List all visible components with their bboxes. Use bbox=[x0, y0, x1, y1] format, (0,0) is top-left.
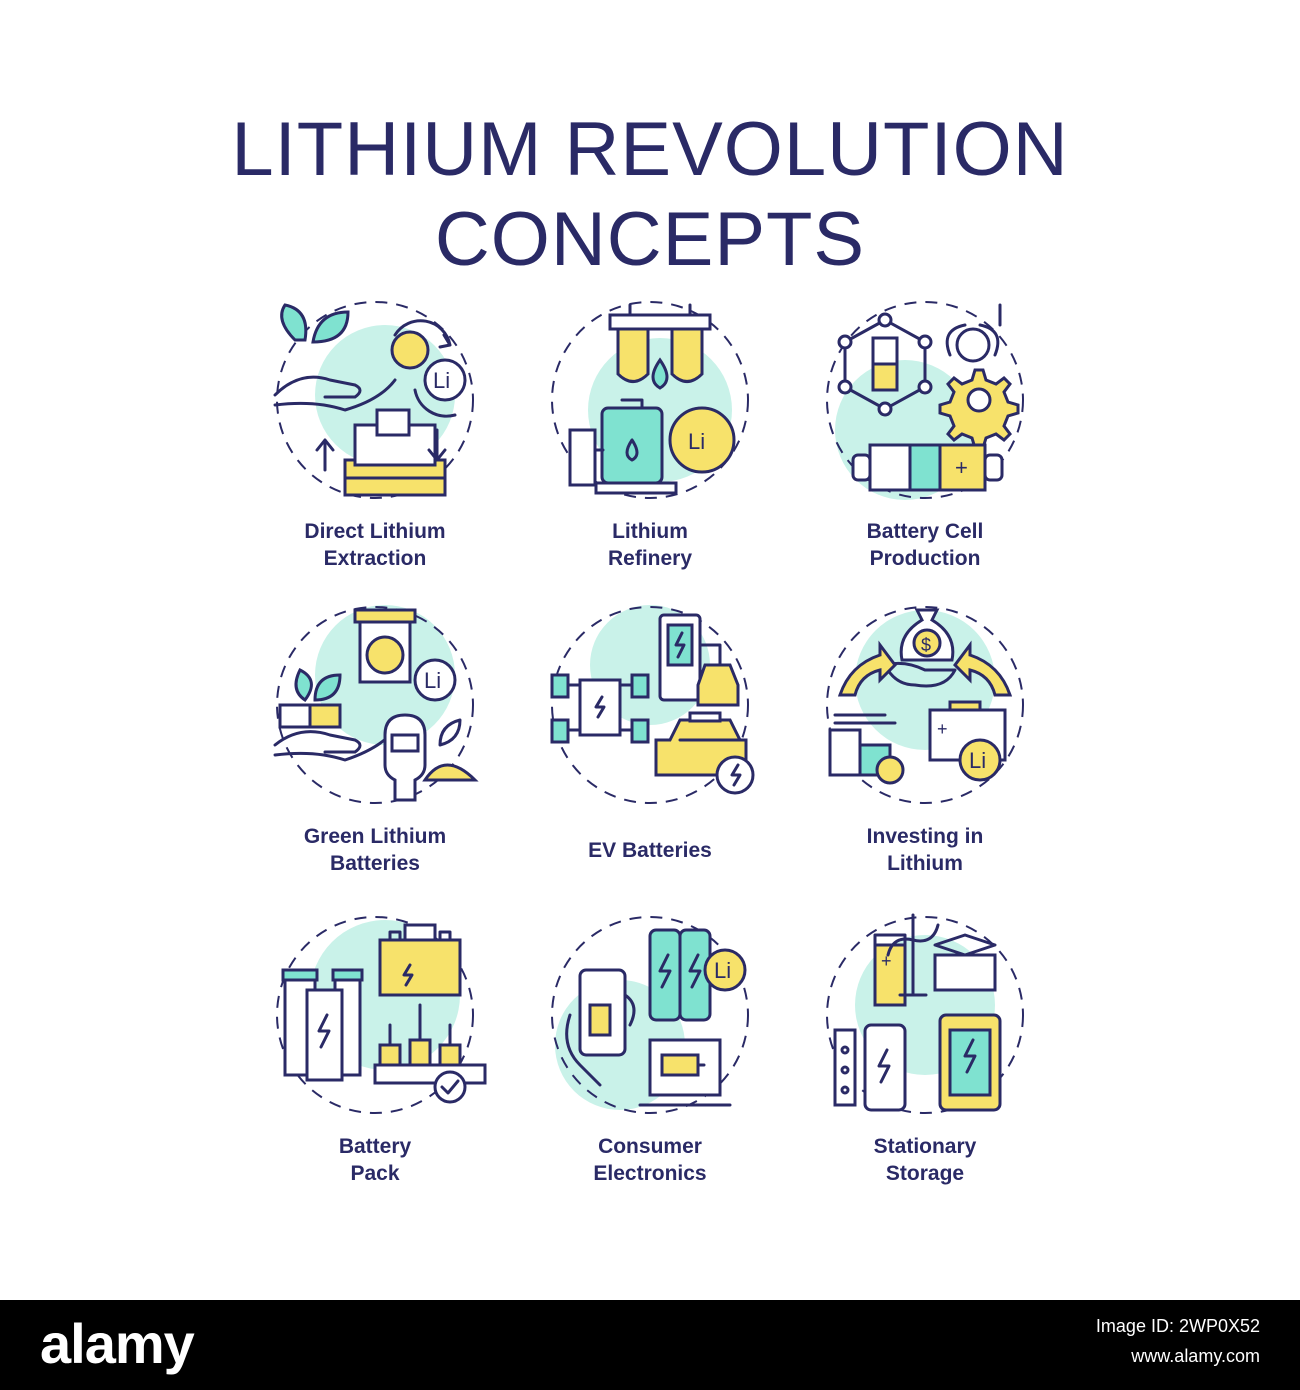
footer-bar: alamy Image ID: 2WP0X52 www.alamy.com bbox=[0, 1300, 1300, 1390]
green-battery-icon: Li bbox=[273, 605, 479, 804]
page-title: LITHIUM REVOLUTION CONCEPTS bbox=[0, 105, 1300, 285]
card-green-lithium-batteries: Li Green Lithium Batteries bbox=[255, 605, 495, 895]
site-url[interactable]: www.alamy.com bbox=[1131, 1346, 1260, 1366]
card-stationary-storage: + Stationary Storage bbox=[805, 913, 1045, 1205]
lithium-symbol: Li bbox=[433, 368, 450, 393]
plus-sign: + bbox=[955, 455, 968, 480]
lithium-symbol: Li bbox=[714, 958, 731, 983]
dollar-symbol: $ bbox=[921, 635, 931, 655]
card-direct-lithium-extraction: Li Direct Lithium Extraction bbox=[255, 300, 495, 590]
label-green-lithium-batteries: Green Lithium Batteries bbox=[303, 825, 447, 875]
label-investing-in-lithium: Investing in Lithium bbox=[866, 825, 984, 875]
label-direct-lithium-extraction: Direct Lithium Extraction bbox=[304, 520, 446, 570]
card-battery-pack: Battery Pack bbox=[255, 915, 495, 1205]
ev-battery-icon bbox=[550, 605, 755, 804]
stationary-storage-icon: + bbox=[826, 913, 1024, 1114]
label-consumer-electronics: Consumer Electronics bbox=[593, 1135, 707, 1185]
title-line-1: LITHIUM REVOLUTION bbox=[231, 107, 1069, 192]
label-stationary-storage: Stationary Storage bbox=[873, 1135, 977, 1185]
consumer-electronics-icon: Li bbox=[551, 916, 749, 1114]
label-ev-batteries: EV Batteries bbox=[588, 839, 712, 862]
card-lithium-refinery: Li Lithium Refinery bbox=[530, 300, 770, 590]
brand-logo: alamy bbox=[40, 1312, 195, 1375]
investing-icon: $ + Li bbox=[826, 606, 1024, 804]
card-consumer-electronics: Li Consumer Electronics bbox=[530, 915, 770, 1205]
plus-sign: + bbox=[881, 951, 892, 971]
extraction-icon: Li bbox=[273, 301, 474, 499]
lithium-symbol: Li bbox=[424, 668, 441, 693]
plus-sign: + bbox=[937, 719, 948, 739]
card-investing-in-lithium: $ + Li Investing in Lithium bbox=[805, 605, 1045, 895]
label-battery-cell-production: Battery Cell Production bbox=[866, 520, 984, 570]
label-lithium-refinery: Lithium Refinery bbox=[607, 520, 693, 570]
image-id: Image ID: 2WP0X52 bbox=[1095, 1316, 1260, 1336]
battery-pack-icon bbox=[276, 916, 487, 1114]
label-battery-pack: Battery Pack bbox=[338, 1135, 412, 1185]
lithium-symbol: Li bbox=[969, 748, 986, 773]
lithium-symbol: Li bbox=[688, 429, 705, 454]
battery-cell-icon: + bbox=[826, 301, 1024, 500]
title-line-2: CONCEPTS bbox=[434, 197, 866, 282]
card-battery-cell-production: + Battery Cell Production bbox=[805, 300, 1045, 590]
card-ev-batteries: EV Batteries bbox=[530, 605, 770, 895]
refinery-icon: Li bbox=[551, 301, 749, 499]
